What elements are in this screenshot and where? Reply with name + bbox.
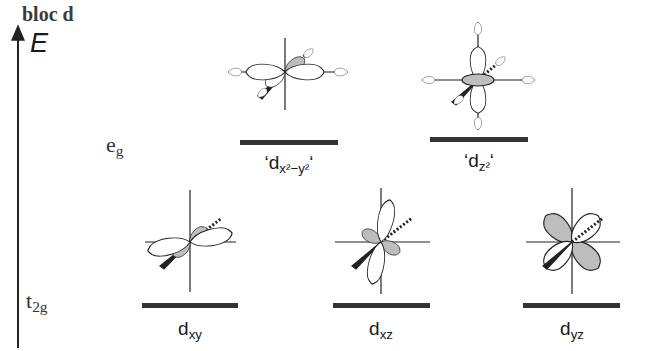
- axis-wedge: [543, 242, 572, 269]
- orbital-label: t2g: [26, 288, 48, 316]
- ligand-lobe: [494, 55, 507, 68]
- energy-levels: [142, 137, 620, 308]
- orbital-dyz: [526, 188, 620, 294]
- level-bar: [240, 140, 338, 145]
- orbital-label: ‘dz²‘: [464, 150, 494, 174]
- orbital-lobe: [188, 225, 233, 250]
- orbital-label: eg: [106, 132, 123, 160]
- text-part: ‘d: [265, 152, 280, 173]
- orbital-dz2: [422, 22, 535, 130]
- ligand-lobe: [302, 47, 315, 60]
- text-part: E: [30, 28, 48, 58]
- text-part: d: [178, 318, 189, 339]
- level-bar: [523, 303, 620, 308]
- orbital-lobe: [146, 234, 191, 259]
- diagram-title: bloc d: [22, 3, 74, 26]
- text-part: ‘d: [464, 150, 479, 171]
- ligand-lobe: [228, 68, 242, 76]
- text-part: x²−y²: [279, 161, 309, 176]
- text-part: ‘: [309, 152, 313, 173]
- ligand-lobe: [256, 87, 269, 100]
- level-bar: [333, 303, 430, 308]
- orbital-dxz: [335, 188, 430, 294]
- ligand-lobe: [452, 94, 465, 107]
- orbital-label: E: [30, 28, 48, 59]
- text-part: xz: [380, 327, 393, 342]
- text-part: ‘: [490, 150, 494, 171]
- orbital-label: dxz: [369, 318, 393, 342]
- axis-hatch: [572, 218, 603, 242]
- level-bar: [142, 303, 238, 308]
- orbital-dx2y2: [228, 38, 348, 110]
- text-part: 2g: [32, 298, 47, 315]
- arrow-head: [12, 26, 24, 40]
- text-part: e: [106, 132, 116, 157]
- orbital-dxy: [145, 190, 236, 292]
- orbital-lobe: [285, 64, 324, 80]
- orbital-torus: [462, 74, 494, 86]
- ligand-lobe: [474, 22, 481, 35]
- orbital-lobe: [373, 198, 397, 243]
- ligand-lobe: [522, 76, 535, 83]
- energy-axis: [12, 26, 24, 348]
- orbital-label: ‘dx²−y²‘: [265, 152, 314, 176]
- ligand-lobe: [474, 117, 481, 130]
- text-part: t: [26, 288, 32, 313]
- ligand-lobe: [334, 68, 348, 76]
- axis-line: [17, 36, 19, 348]
- text-part: d: [369, 318, 380, 339]
- orbital-lobe: [364, 240, 388, 285]
- text-part: g: [116, 142, 124, 159]
- text-part: yz: [571, 327, 584, 342]
- ligand-lobe: [422, 76, 435, 83]
- orbital-label: dyz: [560, 318, 584, 342]
- orbital-label: dxy: [178, 318, 202, 342]
- orbital-lobe: [246, 64, 285, 80]
- text-part: d: [560, 318, 571, 339]
- text-part: z²: [479, 159, 490, 174]
- text-part: xy: [189, 327, 202, 342]
- level-bar: [430, 137, 528, 142]
